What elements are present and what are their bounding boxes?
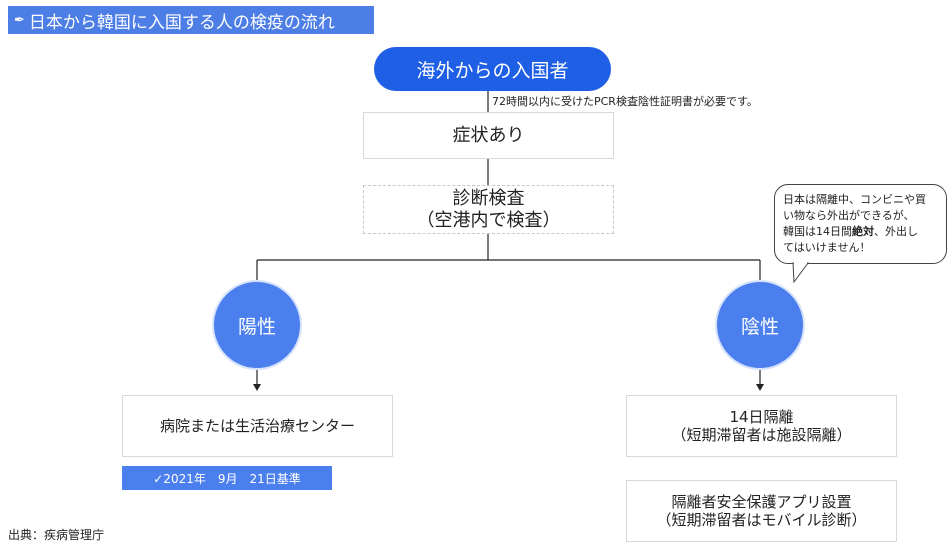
bubble-line2: い物なら外出ができるが、 xyxy=(783,208,915,222)
arrow-head-left xyxy=(253,384,261,391)
bubble-line3-pre: 韓国は14日間 xyxy=(783,224,852,238)
speech-bubble: 日本は隔離中、コンビニや買 い物なら外出ができるが、 韓国は14日間絶対、外出し… xyxy=(774,184,947,264)
positive-node: 陽性 xyxy=(212,280,302,370)
arrow-head-right xyxy=(756,384,764,391)
negative-label: 陰性 xyxy=(740,315,779,338)
quarantine-label-line1: 14日隔離 xyxy=(729,408,794,426)
hospital-node: 病院または生活治療センター xyxy=(122,395,393,457)
arrival-node: 海外からの入国者 xyxy=(374,47,611,91)
bubble-line4: てはいけません！ xyxy=(783,240,871,254)
app-label-line1: 隔離者安全保護アプリ設置 xyxy=(671,493,852,511)
symptoms-label: 症状あり xyxy=(452,124,525,146)
syringe-icon: ✒ xyxy=(14,12,25,28)
quarantine-label-line2: （短期滞留者は施設隔離） xyxy=(671,426,852,444)
diagnosis-label-line1: 診断検査 xyxy=(452,187,525,209)
symptoms-node: 症状あり xyxy=(363,112,614,159)
app-node: 隔離者安全保護アプリ設置 （短期滞留者はモバイル診断） xyxy=(626,480,897,542)
date-tag: ✓2021年 9月 21日基準 xyxy=(122,466,332,490)
bubble-line3: 韓国は14日間絶対、外出し xyxy=(783,224,938,240)
app-label-line2: （短期滞留者はモバイル診断） xyxy=(656,511,867,529)
diagnosis-node: 診断検査 （空港内で検査） xyxy=(363,185,614,234)
page-title-banner: ✒ 日本から韓国に入国する人の検疫の流れ xyxy=(8,6,374,34)
hospital-label: 病院または生活治療センター xyxy=(159,417,355,435)
source-credit: 出典：疾病管理庁 xyxy=(8,528,105,542)
positive-label: 陽性 xyxy=(237,315,276,338)
bubble-line3-bold: 絶対 xyxy=(852,224,874,238)
bubble-line1: 日本は隔離中、コンビニや買 xyxy=(783,193,926,206)
negative-node: 陰性 xyxy=(715,280,805,370)
arrival-label: 海外からの入国者 xyxy=(416,59,569,82)
pcr-note: 72時間以内に受けたPCR検査陰性証明書が必要です。 xyxy=(492,95,758,108)
bubble-line3-post: 、外出し xyxy=(874,224,918,238)
diagnosis-label-line2: （空港内で検査） xyxy=(416,209,561,231)
quarantine-node: 14日隔離 （短期滞留者は施設隔離） xyxy=(626,395,897,457)
page-title: 日本から韓国に入国する人の検疫の流れ xyxy=(28,12,335,33)
